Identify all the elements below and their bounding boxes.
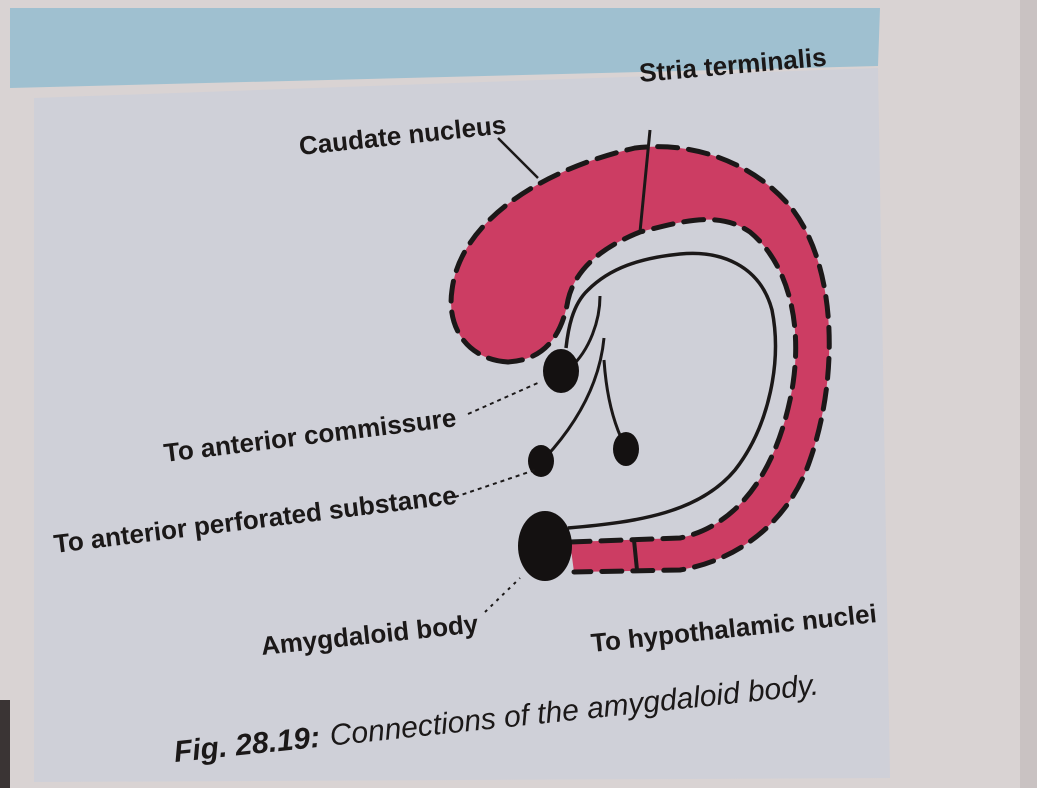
left-edge-shadow (0, 700, 10, 788)
anterior-commissure-node (543, 349, 579, 393)
page-edge (1020, 0, 1037, 788)
amygdaloid-body-node (518, 511, 572, 581)
anterior-perforated-node (528, 445, 554, 477)
hypothalamic-node (613, 432, 639, 466)
